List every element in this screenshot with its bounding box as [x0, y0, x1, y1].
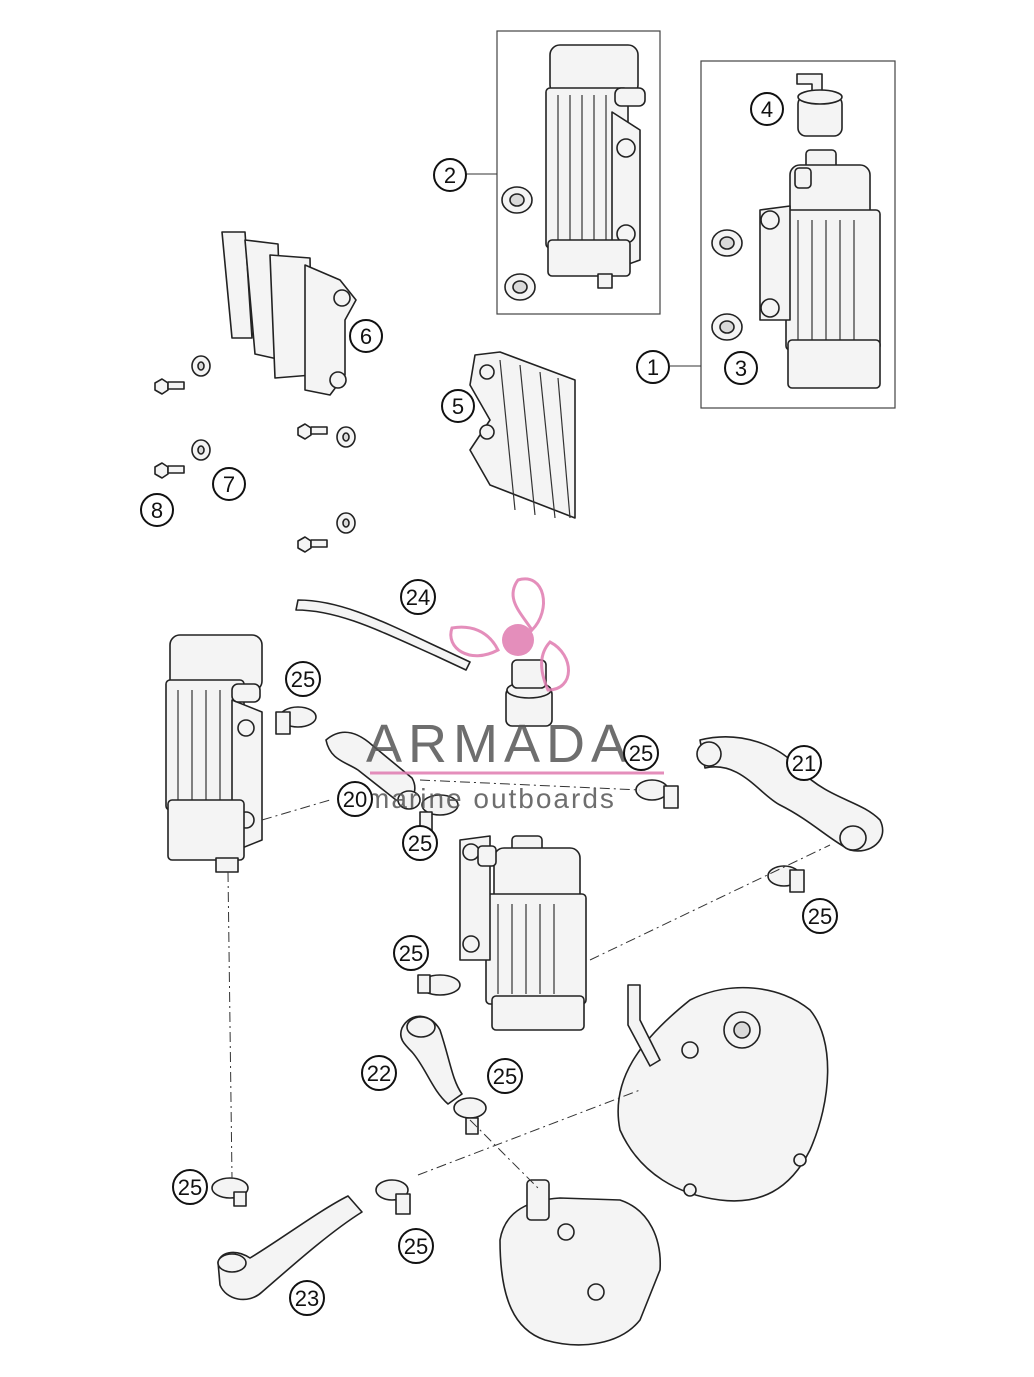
- callout-23: 23: [289, 1280, 325, 1316]
- svg-text:5: 5: [452, 394, 464, 419]
- radiator-left-icon: [545, 44, 646, 289]
- svg-text:21: 21: [792, 751, 816, 776]
- callout-3: 3: [724, 351, 758, 385]
- watermark-brand: ARMADA: [366, 714, 633, 774]
- grommet-icon: [711, 229, 743, 341]
- callout-8: 8: [140, 493, 174, 527]
- callout-25-b: 25: [623, 735, 659, 771]
- callout-25-f: 25: [487, 1058, 523, 1094]
- callout-5: 5: [441, 389, 475, 423]
- callout-25-h: 25: [398, 1228, 434, 1264]
- svg-text:8: 8: [151, 498, 163, 523]
- propeller-logo-icon: [449, 577, 570, 692]
- svg-text:25: 25: [178, 1175, 202, 1200]
- svg-text:23: 23: [295, 1286, 319, 1311]
- radiator-left-kit-box: [496, 30, 661, 315]
- callout-7: 7: [212, 467, 246, 501]
- radiator-assembled-center-icon: [459, 835, 587, 1031]
- watermark: ARMADA marine outboards: [366, 577, 664, 814]
- svg-text:3: 3: [735, 356, 747, 381]
- svg-text:24: 24: [406, 585, 430, 610]
- svg-text:2: 2: [444, 163, 456, 188]
- svg-text:25: 25: [291, 667, 315, 692]
- svg-text:6: 6: [360, 324, 372, 349]
- bolt-icon: [154, 378, 328, 553]
- radiator-guard-icon: [221, 231, 357, 396]
- radiator-right-icon: [759, 149, 881, 389]
- svg-text:25: 25: [493, 1064, 517, 1089]
- washer-icon: [191, 355, 356, 534]
- svg-text:25: 25: [399, 941, 423, 966]
- hose-23-icon: [217, 1195, 363, 1301]
- callout-6: 6: [349, 319, 383, 353]
- cylinder-head-icon: [499, 1179, 661, 1346]
- overflow-hose-icon: [295, 599, 471, 671]
- hose-clamp-icon: [211, 706, 805, 1215]
- svg-text:25: 25: [629, 741, 653, 766]
- callout-22: 22: [361, 1055, 397, 1091]
- callout-4: 4: [750, 92, 784, 126]
- svg-text:25: 25: [408, 831, 432, 856]
- grommet-icon: [501, 186, 536, 301]
- svg-text:1: 1: [647, 355, 659, 380]
- radiator-assembled-left-icon: [165, 634, 263, 873]
- svg-text:7: 7: [223, 472, 235, 497]
- callout-20: 20: [337, 781, 373, 817]
- watermark-tagline: marine outboards: [366, 783, 616, 814]
- radiator-cap-icon: [796, 73, 843, 137]
- engine-side-cover-icon: [617, 984, 829, 1202]
- svg-text:22: 22: [367, 1061, 391, 1086]
- callout-1: 1: [636, 350, 670, 384]
- callout-25-c: 25: [402, 825, 438, 861]
- radiator-grille-icon: [469, 351, 576, 519]
- callout-25-g: 25: [172, 1169, 208, 1205]
- radiator-right-kit-box: [700, 60, 896, 409]
- callout-2: 2: [433, 158, 467, 192]
- filler-neck-icon: [505, 659, 553, 727]
- callout-25-e: 25: [393, 935, 429, 971]
- callout-25-d: 25: [802, 898, 838, 934]
- svg-text:25: 25: [404, 1234, 428, 1259]
- callout-21: 21: [786, 745, 822, 781]
- callout-24: 24: [400, 579, 436, 615]
- callout-25-a: 25: [285, 661, 321, 697]
- svg-text:25: 25: [808, 904, 832, 929]
- svg-text:4: 4: [761, 97, 773, 122]
- svg-text:20: 20: [343, 787, 367, 812]
